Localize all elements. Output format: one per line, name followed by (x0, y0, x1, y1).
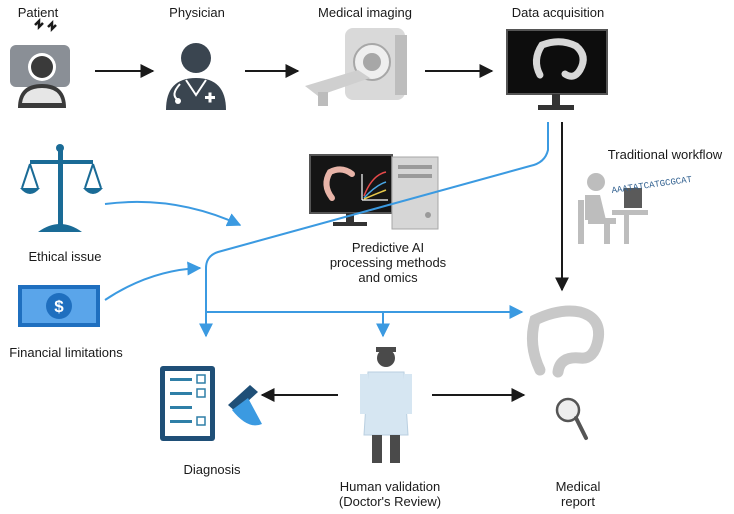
dollar-sign: $ (54, 297, 64, 316)
dna-sequence: AAATATCATGCGCAT (611, 175, 693, 196)
magnifier-icon (555, 397, 588, 440)
blue-arrows (104, 122, 549, 338)
label-predictive-ai-line2: processing methods (329, 255, 447, 270)
arrow-acquisition-to-ai (199, 122, 549, 338)
label-human-validation-line1: Human validation (339, 479, 441, 494)
arrow-financial (104, 261, 202, 301)
label-predictive-ai-line1: Predictive AI (351, 240, 425, 255)
label-predictive-ai: Predictive AI processing methods and omi… (320, 240, 456, 285)
mri-scanner-icon (305, 28, 407, 106)
physician-icon (166, 43, 226, 110)
doctor-icon (360, 347, 412, 463)
black-arrows (95, 64, 569, 402)
label-traditional-workflow: Traditional workflow (607, 147, 723, 162)
traditional-workflow-icon: AAATATCATGCGCAT (578, 173, 693, 244)
label-diagnosis: Diagnosis (183, 462, 241, 477)
label-medical-imaging: Medical imaging (318, 5, 412, 20)
patient-icon (10, 17, 70, 108)
arrow-ethics (104, 200, 242, 227)
monitor-colon-icon (506, 29, 608, 110)
ai-computer-icon (309, 154, 439, 230)
scales-icon (20, 144, 103, 232)
label-predictive-ai-line3: and omics (358, 270, 418, 285)
money-icon: $ (18, 285, 100, 327)
label-human-validation: Human validation (Doctor's Review) (326, 479, 454, 509)
label-medical-report: Medical report (530, 479, 626, 509)
label-financial-limitations: Financial limitations (9, 345, 123, 360)
label-physician: Physician (169, 5, 225, 20)
label-human-validation-line2: (Doctor's Review) (338, 494, 442, 509)
label-medical-report-line2: report (561, 494, 595, 509)
label-data-acquisition: Data acquisition (511, 5, 605, 20)
label-patient: Patient (17, 5, 59, 20)
colon-icon (526, 305, 605, 378)
diagnosis-checklist-icon (160, 366, 262, 441)
label-medical-report-line1: Medical (555, 479, 601, 494)
label-ethical-issue: Ethical issue (28, 249, 102, 264)
